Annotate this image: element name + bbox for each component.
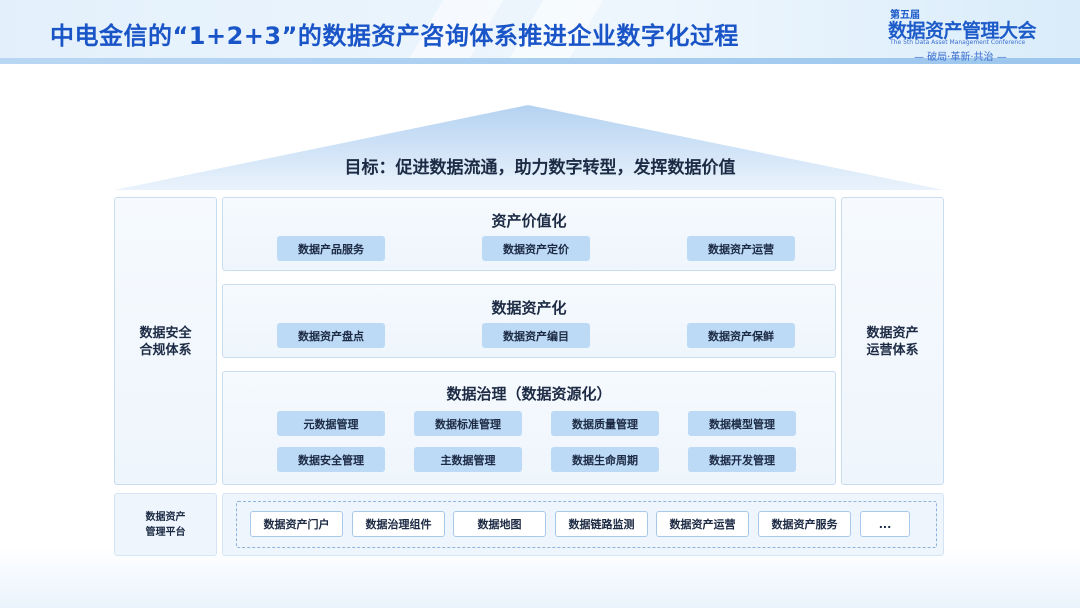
right-pillar-line: 数据资产 — [866, 326, 919, 341]
platform-label: 数据资产 管理平台 — [114, 493, 217, 556]
left-pillar: 数据安全 合规体系 — [114, 197, 217, 485]
platform-label-line: 管理平台 — [145, 526, 186, 538]
platform-tool: 数据治理组件 — [352, 511, 445, 537]
pill-item: 数据资产盘点 — [277, 323, 385, 348]
section-title: 数据治理（数据资源化） — [446, 385, 612, 403]
pill-item: 数据资产定价 — [482, 236, 590, 261]
page-title: 中电金信的“1+2+3”的数据资产咨询体系推进企业数字化过程 — [50, 22, 739, 50]
header-band — [0, 58, 1080, 64]
pill-item: 数据资产保鲜 — [687, 323, 795, 348]
pill-item: 数据生命周期 — [551, 447, 659, 472]
platform-label-line: 数据资产 — [145, 511, 186, 523]
logo-edition: 第五届 — [890, 10, 920, 21]
platform-dashed-border — [236, 501, 937, 548]
logo-english: The 5th Data Asset Management Conference — [890, 39, 1026, 46]
goal-text: 目标：促进数据流通，助力数字转型，发挥数据价值 — [344, 158, 736, 178]
pill-item: 数据开发管理 — [688, 447, 796, 472]
header-bar — [0, 0, 1080, 64]
conference-logo: 第五届 数据资产管理大会 The 5th Data Asset Manageme… — [888, 4, 1048, 63]
section-governance: 数据治理（数据资源化） 元数据管理 数据标准管理 数据质量管理 数据模型管理 数… — [222, 371, 836, 485]
pill-item: 数据安全管理 — [277, 447, 385, 472]
pill-item: 数据资产运营 — [687, 236, 795, 261]
platform-tool-more: ... — [860, 511, 910, 537]
pill-item: 主数据管理 — [414, 447, 522, 472]
pill-item: 数据资产编目 — [482, 323, 590, 348]
roof-triangle — [114, 105, 944, 190]
pill-item: 数据模型管理 — [688, 411, 796, 436]
pill-item: 数据产品服务 — [277, 236, 385, 261]
section-assetization: 数据资产化 数据资产盘点 数据资产编目 数据资产保鲜 — [222, 284, 836, 358]
logo-name: 数据资产管理大会 — [888, 20, 1037, 42]
left-pillar-label: 数据安全 合规体系 — [115, 325, 216, 359]
section-title: 数据资产化 — [491, 299, 567, 317]
platform-tool: 数据资产服务 — [758, 511, 851, 537]
right-pillar-line: 运营体系 — [866, 343, 919, 358]
right-pillar: 数据资产 运营体系 — [841, 197, 944, 485]
logo-slogan: — 破局·革新·共治 — — [914, 52, 1007, 63]
right-pillar-label: 数据资产 运营体系 — [842, 325, 943, 359]
pill-item: 数据标准管理 — [414, 411, 522, 436]
bottom-decoration — [0, 548, 1080, 608]
section-title: 资产价值化 — [491, 212, 567, 230]
pill-item: 数据质量管理 — [551, 411, 659, 436]
platform-tool: 数据资产运营 — [656, 511, 749, 537]
platform-tool: 数据链路监测 — [555, 511, 648, 537]
platform-tool: 数据地图 — [453, 511, 546, 537]
left-pillar-line: 合规体系 — [139, 343, 192, 358]
platform-tool: 数据资产门户 — [250, 511, 343, 537]
pill-item: 元数据管理 — [277, 411, 385, 436]
section-valorization: 资产价值化 数据产品服务 数据资产定价 数据资产运营 — [222, 197, 836, 271]
left-pillar-line: 数据安全 — [139, 326, 192, 341]
